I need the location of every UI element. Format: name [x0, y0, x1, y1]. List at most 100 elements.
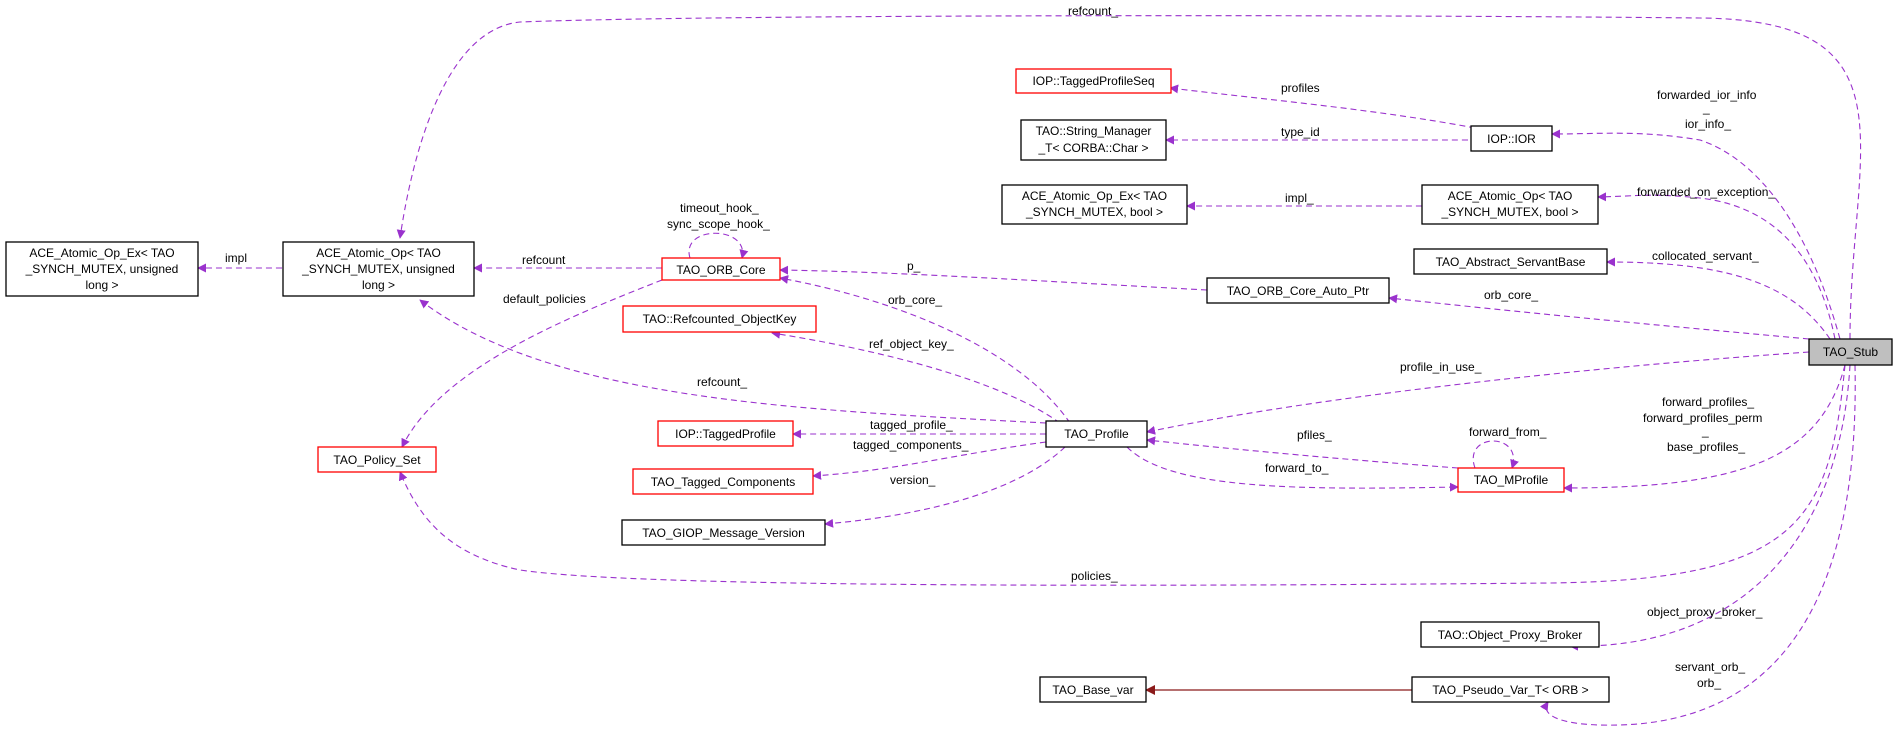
node-tao-giop-message-version[interactable]: TAO_GIOP_Message_Version	[621, 519, 826, 546]
label-profile-in-use: profile_in_use_	[1400, 360, 1482, 374]
edge-forwarded-on-exception	[1597, 192, 1836, 340]
node-label: IOP::TaggedProfileSeq	[1032, 74, 1154, 88]
edge-refcount-top	[396, 15, 1862, 340]
node-tao-string-manager[interactable]: TAO::String_Manager _T< CORBA::Char >	[1020, 119, 1167, 161]
label-forward-profiles-perm-cont: _	[1701, 424, 1709, 438]
node-label: TAO_GIOP_Message_Version	[642, 526, 805, 540]
label-ior-info: ior_info_	[1685, 117, 1731, 131]
label-version: version_	[890, 473, 936, 487]
edge-orb-core-stub	[1388, 294, 1810, 340]
node-ace-atomic-op-long[interactable]: ACE_Atomic_Op< TAO _SYNCH_MUTEX, unsigne…	[282, 241, 475, 297]
node-label-line-1: ACE_Atomic_Op< TAO	[316, 246, 441, 260]
node-label-line-2: _T< CORBA::Char >	[1037, 141, 1148, 155]
edge-pfiles	[1146, 436, 1459, 469]
edge-default-policies	[401, 279, 663, 448]
node-label-line-2: _SYNCH_MUTEX, unsigned	[301, 262, 455, 276]
node-label-line-1: ACE_Atomic_Op_Ex< TAO	[29, 246, 174, 260]
edge-ref-object-key	[771, 329, 1061, 424]
edge-self-mprofile	[1472, 440, 1519, 469]
label-profiles: profiles	[1281, 81, 1320, 95]
label-ref-object-key: ref_object_key_	[869, 337, 954, 351]
edge-base-profiles	[1563, 364, 1846, 493]
node-label-line-1: ACE_Atomic_Op< TAO	[1448, 189, 1573, 203]
node-ace-atomic-op-ex-bool[interactable]: ACE_Atomic_Op_Ex< TAO _SYNCH_MUTEX, bool…	[1001, 184, 1188, 225]
node-label: TAO_ORB_Core_Auto_Ptr	[1227, 284, 1370, 298]
node-tao-pseudo-var-t[interactable]: TAO_Pseudo_Var_T< ORB >	[1411, 676, 1610, 703]
label-forward-profiles: forward_profiles_	[1662, 395, 1754, 409]
node-iop-ior[interactable]: IOP::IOR	[1470, 125, 1553, 152]
node-label-line-3: long >	[362, 278, 395, 292]
label-policies: policies_	[1071, 569, 1118, 583]
node-label-line-1: ACE_Atomic_Op_Ex< TAO	[1022, 189, 1167, 203]
label-orb-core-stub: orb_core_	[1484, 288, 1538, 302]
node-label: TAO_Pseudo_Var_T< ORB >	[1432, 683, 1588, 697]
label-sync-scope-hook: sync_scope_hook_	[667, 217, 770, 231]
node-tao-tagged-components[interactable]: TAO_Tagged_Components	[632, 468, 814, 495]
label-impl-bool: impl_	[1285, 191, 1314, 205]
label-forward-to: forward_to_	[1265, 461, 1329, 475]
label-forwarded-ior-info-cont: _	[1702, 101, 1710, 115]
node-label: TAO_Abstract_ServantBase	[1436, 255, 1586, 269]
node-label-line-2: _SYNCH_MUTEX, bool >	[1025, 205, 1163, 219]
node-label: TAO_Profile	[1064, 427, 1129, 441]
node-tao-orb-core[interactable]: TAO_ORB_Core	[661, 257, 781, 281]
label-pfiles: pfiles_	[1297, 428, 1332, 442]
node-tao-abstract-servantbase[interactable]: TAO_Abstract_ServantBase	[1413, 248, 1608, 275]
label-object-proxy-broker: object_proxy_broker_	[1647, 605, 1763, 619]
node-label: TAO_ORB_Core	[676, 263, 765, 277]
label-tagged-profile: tagged_profile_	[870, 418, 953, 432]
label-base-profiles: base_profiles_	[1667, 440, 1745, 454]
node-label: TAO_MProfile	[1474, 473, 1549, 487]
edge-profiles	[1169, 84, 1476, 129]
edge-p	[779, 265, 1208, 291]
node-label: TAO::Object_Proxy_Broker	[1438, 628, 1583, 642]
label-forward-from: forward_from_	[1469, 425, 1547, 439]
edge-refcount-profile	[419, 299, 1047, 424]
node-label: TAO_Tagged_Components	[651, 475, 796, 489]
node-ace-atomic-op-ex-long[interactable]: ACE_Atomic_Op_Ex< TAO _SYNCH_MUTEX, unsi…	[5, 241, 199, 297]
node-tao-object-proxy-broker[interactable]: TAO::Object_Proxy_Broker	[1420, 621, 1600, 648]
label-type-id: type_id	[1281, 125, 1320, 139]
node-label-line-1: TAO::String_Manager	[1036, 124, 1152, 138]
node-label: TAO_Stub	[1823, 345, 1878, 359]
edge-forward-to	[1126, 446, 1459, 492]
label-forward-profiles-perm: forward_profiles_perm	[1643, 411, 1762, 425]
label-refcount-top: refcount_	[1068, 4, 1118, 18]
label-refcount-core: refcount	[522, 253, 566, 267]
node-tao-base-var[interactable]: TAO_Base_var	[1039, 676, 1147, 703]
node-tao-profile[interactable]: TAO_Profile	[1045, 420, 1148, 448]
node-label: IOP::IOR	[1487, 132, 1536, 146]
label-default-policies: default_policies	[503, 292, 586, 306]
node-label: TAO_Base_var	[1052, 683, 1133, 697]
label-p: p_	[907, 259, 921, 273]
node-tao-refcounted-objectkey[interactable]: TAO::Refcounted_ObjectKey	[622, 305, 817, 333]
node-label: TAO_Policy_Set	[333, 453, 421, 467]
edge-profile-in-use	[1146, 351, 1810, 435]
label-orb: orb_	[1697, 676, 1721, 690]
edge-version	[824, 446, 1066, 528]
label-forwarded-on-exception: forwarded_on_exception_	[1637, 185, 1775, 199]
label-collocated-servant: collocated_servant_	[1652, 249, 1759, 263]
edge-tagged-components	[812, 441, 1047, 480]
node-label: TAO::Refcounted_ObjectKey	[643, 312, 797, 326]
edge-collocated-servant	[1606, 257, 1831, 340]
node-tao-policy-set[interactable]: TAO_Policy_Set	[317, 446, 437, 473]
node-iop-tagged-profile-seq[interactable]: IOP::TaggedProfileSeq	[1015, 68, 1172, 94]
edge-policies	[398, 364, 1846, 586]
label-timeout-hook: timeout_hook_	[680, 201, 759, 215]
node-tao-stub[interactable]: TAO_Stub	[1808, 338, 1893, 366]
node-tao-mprofile[interactable]: TAO_MProfile	[1457, 467, 1565, 493]
label-refcount-profile: refcount_	[697, 375, 747, 389]
label-tagged-components: tagged_components_	[853, 438, 969, 452]
node-ace-atomic-op-bool[interactable]: ACE_Atomic_Op< TAO _SYNCH_MUTEX, bool >	[1421, 184, 1599, 225]
label-servant-orb: servant_orb_	[1675, 660, 1745, 674]
node-tao-orb-core-auto-ptr[interactable]: TAO_ORB_Core_Auto_Ptr	[1206, 277, 1390, 304]
node-label-line-2: _SYNCH_MUTEX, bool >	[1440, 205, 1578, 219]
node-label-line-2: _SYNCH_MUTEX, unsigned	[25, 262, 179, 276]
label-forwarded-ior-info: forwarded_ior_info	[1657, 88, 1757, 102]
node-label: IOP::TaggedProfile	[675, 427, 776, 441]
edge-self-orb-core	[688, 232, 749, 259]
edge-object-proxy-broker	[1569, 364, 1851, 651]
node-iop-tagged-profile[interactable]: IOP::TaggedProfile	[657, 420, 794, 447]
